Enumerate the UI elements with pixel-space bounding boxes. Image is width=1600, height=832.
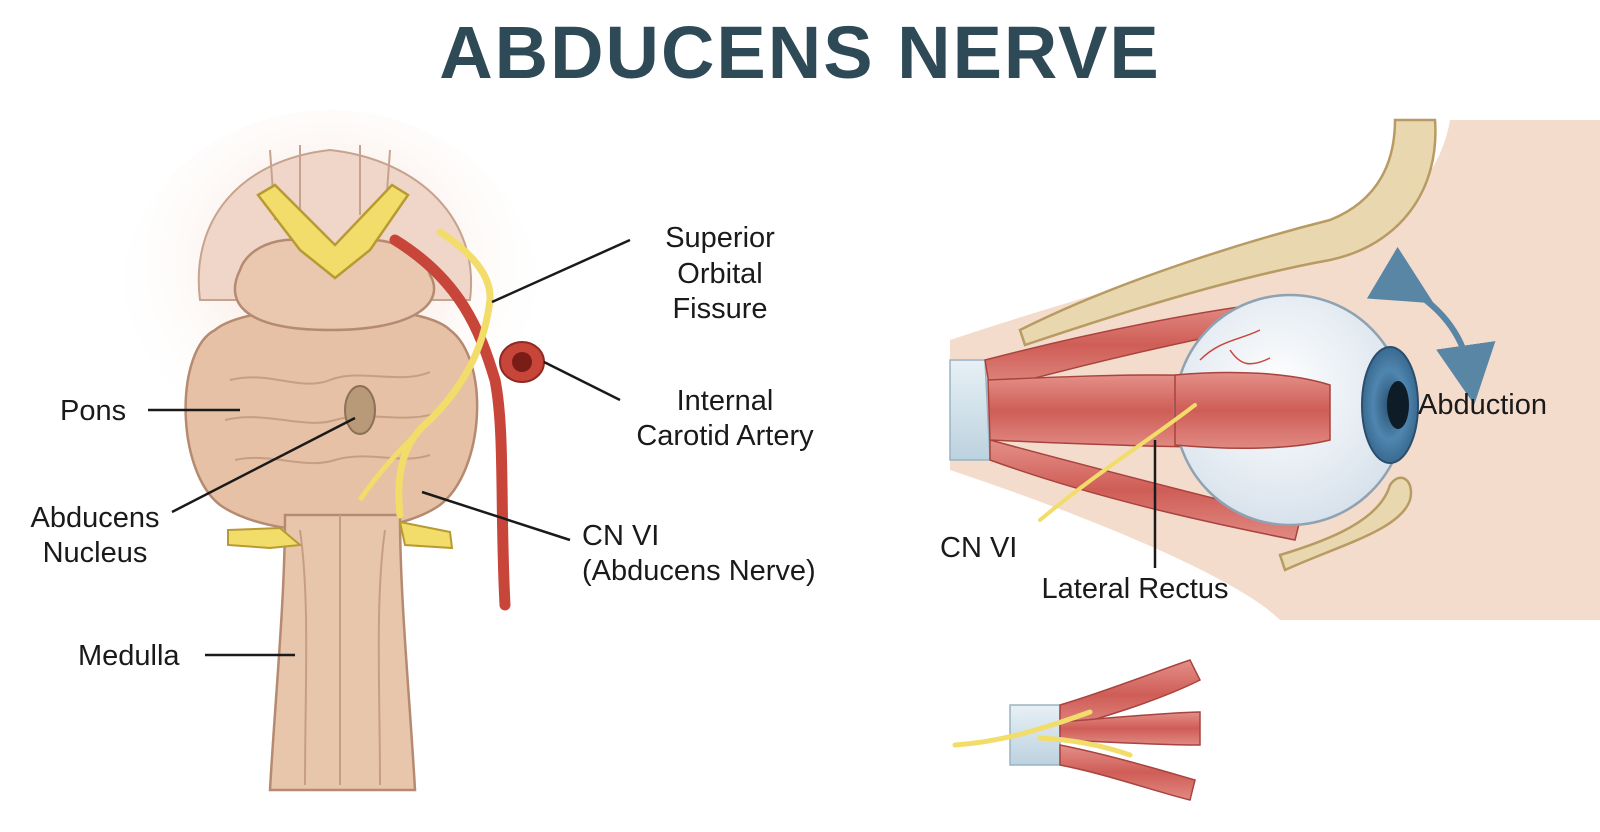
svg-text:Orbital: Orbital — [677, 258, 762, 290]
svg-text:Fissure: Fissure — [672, 293, 767, 325]
abducens-nucleus-shape — [344, 385, 376, 435]
svg-text:CN VI: CN VI — [582, 520, 659, 552]
double-headed-curved-arrow-icon — [1366, 246, 1496, 405]
svg-text:Internal: Internal — [677, 385, 774, 417]
svg-text:Nucleus: Nucleus — [43, 537, 148, 569]
label-cn-vi-orbit: CN VI — [940, 532, 1017, 564]
label-superior-orbital-fissure: Superior Orbital Fissure — [665, 222, 775, 325]
label-medulla: Medulla — [78, 640, 180, 672]
orbit-illustration — [949, 118, 1600, 620]
svg-text:(Abducens Nerve): (Abducens Nerve) — [582, 555, 816, 587]
page-title: ABDUCENS NERVE — [439, 11, 1161, 94]
label-lateral-rectus: Lateral Rectus — [1042, 573, 1229, 605]
label-pons: Pons — [60, 395, 126, 427]
svg-text:Carotid Artery: Carotid Artery — [636, 420, 814, 452]
medulla-shape — [268, 513, 417, 792]
svg-text:Superior: Superior — [665, 222, 775, 254]
label-cn-vi-brainstem: CN VI (Abducens Nerve) — [582, 520, 816, 587]
label-abduction: Abduction — [1418, 389, 1547, 421]
svg-text:Abducens: Abducens — [31, 502, 160, 534]
brainstem-illustration — [120, 110, 545, 792]
muscle-inset-illustration — [952, 659, 1202, 801]
label-abducens-nucleus: Abducens Nucleus — [31, 502, 160, 569]
brainstem-leader-lines — [148, 238, 631, 657]
label-internal-carotid-artery: Internal Carotid Artery — [636, 385, 814, 452]
